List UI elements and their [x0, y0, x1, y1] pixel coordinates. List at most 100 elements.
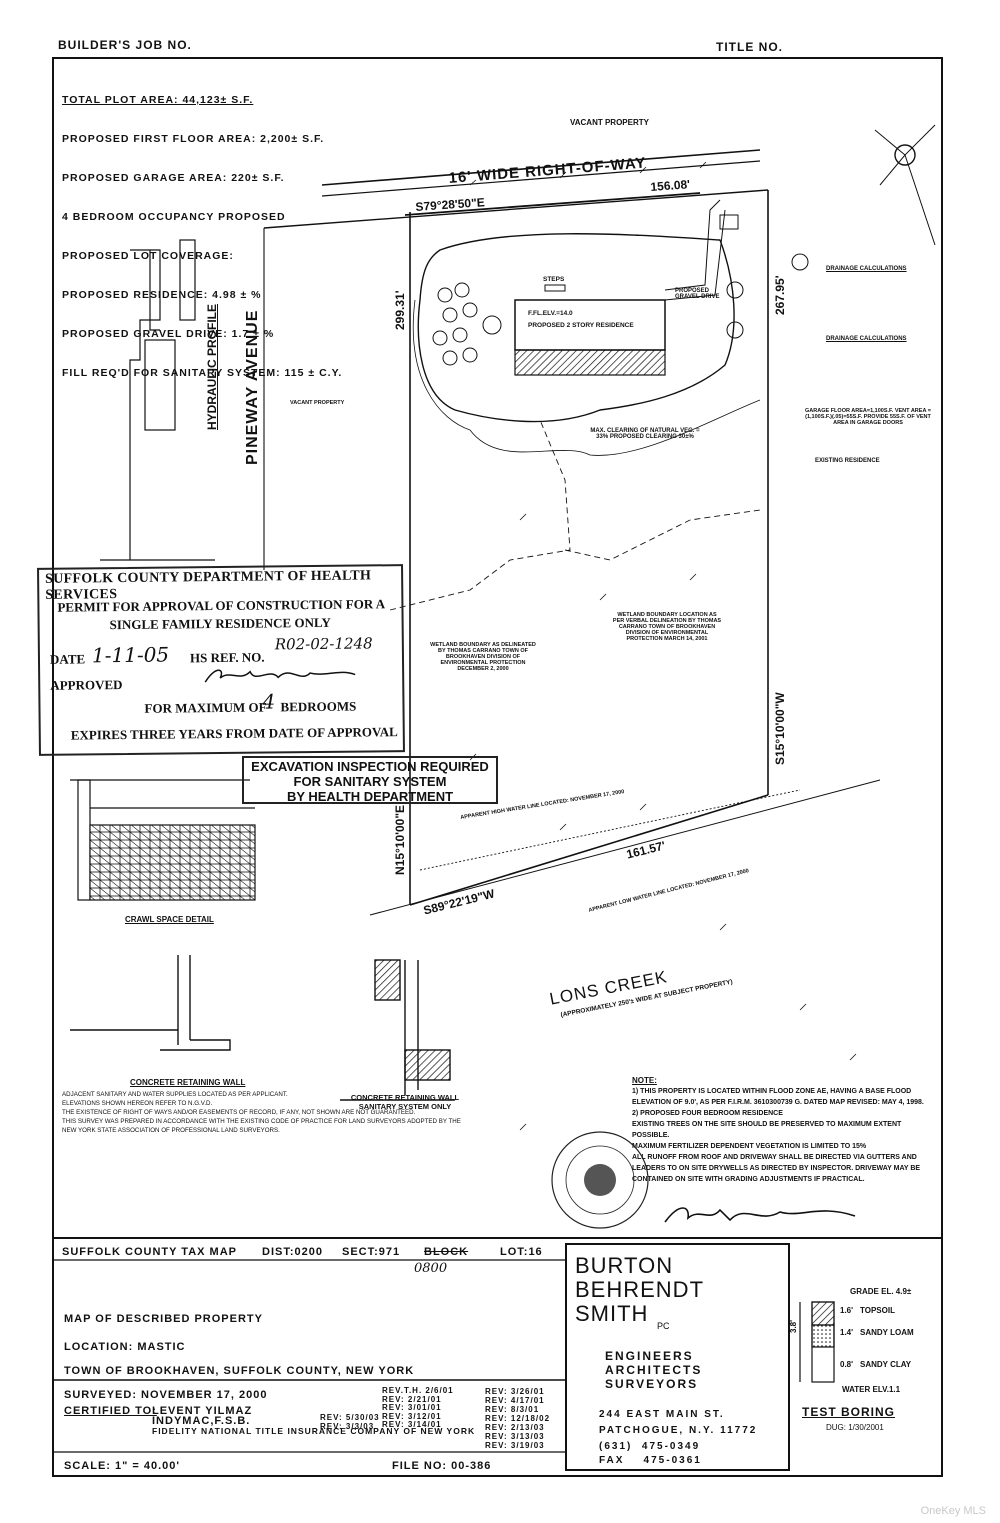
- company-name-line: BEHRENDT: [575, 1277, 705, 1302]
- boring-water: WATER ELV.1.1: [842, 1385, 901, 1394]
- tax-map-sect: SECT:971: [342, 1246, 401, 1258]
- gravel-drive: [664, 209, 726, 301]
- company-name-line: BURTON: [575, 1253, 674, 1278]
- excavation-line: FOR SANITARY SYSTEM: [293, 774, 447, 789]
- garage-vent-calc: GARAGE FLOOR AREA=1,100S.F. VENT AREA = …: [805, 408, 931, 426]
- note-item: ALL RUNOFF FROM ROOF AND DRIVEWAY SHALL …: [632, 1154, 921, 1183]
- wetland-boundary-note-2: WETLAND BOUNDARY LOCATION AS PER VERBAL …: [612, 612, 722, 642]
- retaining-wall-title-1: CONCRETE RETAINING WALL: [130, 1078, 246, 1087]
- permit-max-label: FOR MAXIMUM OF: [144, 699, 267, 716]
- permit-bedrooms-label: BEDROOMS: [280, 698, 357, 715]
- tax-map-block-struck: BLOCK: [424, 1246, 469, 1258]
- permit-max-value: 4: [262, 689, 276, 714]
- boring-layer-name: SANDY LOAM: [860, 1328, 914, 1337]
- company-role: SURVEYORS: [605, 1377, 699, 1391]
- vacant-property-left: VACANT PROPERTY: [290, 400, 345, 406]
- retaining-wall-drawing-1: [70, 955, 231, 1051]
- certified-party: FIDELITY NATIONAL TITLE INSURANCE COMPAN…: [152, 1426, 476, 1436]
- notes-block: NOTE: 1) THIS PROPERTY IS LOCATED WITHIN…: [632, 1075, 932, 1185]
- spot-elevation-ticks: [469, 161, 857, 1131]
- surveyor-seal: [551, 1131, 649, 1229]
- boring-title: TEST BORING: [802, 1405, 896, 1419]
- tax-map-block-handwritten: 0800: [414, 1261, 448, 1276]
- revision-entry: REV: 5/30/03: [320, 1413, 380, 1422]
- note-line: TOTAL PLOT AREA: 44,123± S.F.: [62, 94, 254, 106]
- surveyed-date: SURVEYED: NOVEMBER 17, 2000: [64, 1389, 268, 1401]
- well: [791, 253, 809, 271]
- watermark: OneKey MLS: [920, 1505, 986, 1517]
- company-role: ARCHITECTS: [605, 1363, 703, 1377]
- revision-entry: REV.T.H. 2/6/01: [382, 1386, 454, 1395]
- note-item: EXISTING TREES ON THE SITE SHOULD BE PRE…: [632, 1121, 902, 1139]
- existing-residence-label: EXISTING RESIDENCE: [815, 458, 880, 464]
- company-block: BURTON BEHRENDT SMITH PC ENGINEERS ARCHI…: [565, 1243, 790, 1471]
- surveyor-signature: [664, 1207, 856, 1223]
- note-line: PROPOSED FIRST FLOOR AREA: 2,200± S.F.: [62, 133, 325, 145]
- revision-entry: REV: 3/01/01: [382, 1403, 442, 1412]
- drainage-calc-title-1: DRAINAGE CALCULATIONS: [826, 266, 907, 272]
- property-line-south: [409, 794, 769, 906]
- note-item: 1) THIS PROPERTY IS LOCATED WITHIN FLOOD…: [632, 1088, 924, 1106]
- boring-grade: GRADE EL. 4.9±: [850, 1287, 912, 1296]
- steps-label: STEPS: [543, 276, 565, 283]
- proposed-garage: [514, 349, 666, 376]
- permit-line-2: SINGLE FAMILY RESIDENCE ONLY: [109, 614, 331, 633]
- approval-signature: [204, 669, 356, 683]
- revision-list-1: REV.T.H. 2/6/01 REV: 2/21/01 REV: 3/01/0…: [382, 1386, 454, 1430]
- distance-west-label: 299.31': [393, 290, 407, 330]
- company-pc: PC: [657, 1321, 670, 1331]
- hydraulic-profile-title: HYDRAULIC PROFILE: [205, 304, 219, 430]
- revision-list-2: REV: 3/26/01 REV: 4/17/01 REV: 8/3/01 RE…: [485, 1387, 550, 1450]
- town: TOWN OF BROOKHAVEN, SUFFOLK COUNTY, NEW …: [64, 1365, 415, 1377]
- note-item: 2) PROPOSED FOUR BEDROOM RESIDENCE: [632, 1110, 783, 1117]
- drainage-calc-title-2: DRAINAGE CALCULATIONS: [826, 336, 907, 342]
- gravel-drive: [664, 199, 721, 291]
- certified-party: LEVENT YILMAZ: [152, 1405, 253, 1417]
- low-water-line: [369, 779, 881, 916]
- permit-approved-label: APPROVED: [50, 677, 123, 693]
- survey-note: THIS SURVEY WAS PREPARED IN ACCORDANCE W…: [62, 1118, 461, 1134]
- bearing-west-label: N15°10'00"E: [393, 804, 407, 875]
- property-line-north: [263, 189, 769, 229]
- revision-entry: REV: 3/19/03: [485, 1441, 545, 1450]
- note-line: PROPOSED LOT COVERAGE:: [62, 250, 234, 262]
- permit-expires: EXPIRES THREE YEARS FROM DATE OF APPROVA…: [70, 724, 398, 743]
- permit-date-value: 1-11-05: [91, 642, 170, 668]
- right-of-way-line: [321, 160, 761, 197]
- hydraulic-profile-drawing: [100, 239, 215, 561]
- certified-party: INDYMAC,F.S.B.: [152, 1415, 251, 1427]
- boring-layer-name: TOPSOIL: [860, 1306, 895, 1315]
- revision-entry: REV: 3/13/03: [485, 1432, 545, 1441]
- revision-entry: REV: 8/3/01: [485, 1405, 540, 1414]
- survey-notes: ADJACENT SANITARY AND WATER SUPPLIES LOC…: [62, 1090, 462, 1135]
- title-block: SUFFOLK COUNTY TAX MAP DIST:0200 SECT:97…: [52, 1237, 943, 1477]
- tax-map-dist: DIST:0200: [262, 1246, 323, 1258]
- company-name-line: SMITH: [575, 1301, 649, 1326]
- retaining-wall-title-2: CONCRETE RETAINING WALL SANITARY SYSTEM …: [350, 1093, 460, 1111]
- test-boring-column: [799, 1301, 835, 1383]
- map-title: MAP OF DESCRIBED PROPERTY: [64, 1313, 263, 1325]
- property-line-north: [404, 192, 701, 216]
- drywell: [726, 281, 744, 299]
- vacant-property-top: VACANT PROPERTY: [570, 118, 649, 127]
- revision-entry: REV: 3/12/01: [382, 1411, 442, 1421]
- revision-entry: REV: 3/26/01: [485, 1387, 545, 1396]
- permit-date-label: DATE: [49, 651, 86, 667]
- revision-entry: REV: 3/3/03: [320, 1422, 375, 1431]
- company-fax: FAX 475-0361: [599, 1455, 702, 1466]
- revision-entry: REV: 4/17/01: [485, 1396, 545, 1405]
- boring-depth: 3.8': [789, 1319, 798, 1333]
- revision-entry: REV: 2/21/01: [382, 1394, 442, 1404]
- builders-job-no: BUILDER'S JOB NO.: [58, 38, 192, 52]
- note-line: PROPOSED GARAGE AREA: 220± S.F.: [62, 172, 285, 184]
- company-address: PATCHOGUE, N.Y. 11772: [599, 1425, 758, 1436]
- tax-map-label: SUFFOLK COUNTY TAX MAP: [62, 1246, 237, 1258]
- gravel-drive-label: PROPOSED GRAVEL DRIVE: [675, 288, 720, 300]
- residence-label: PROPOSED 2 STORY RESIDENCE: [528, 322, 634, 329]
- permit-line-1: PERMIT FOR APPROVAL OF CONSTRUCTION FOR …: [57, 596, 386, 615]
- wetland-boundary-note-1: WETLAND BOUNDARY AS DELINEATED BY THOMAS…: [430, 642, 536, 672]
- test-boring-block: GRADE EL. 4.9± 3.8' 1.6' TOPSOIL 1.4' SA…: [789, 1243, 943, 1477]
- street-name: PINEWAY AVENUE: [244, 309, 261, 465]
- plot-area-notes: TOTAL PLOT AREA: 44,123± S.F. PROPOSED F…: [62, 68, 342, 393]
